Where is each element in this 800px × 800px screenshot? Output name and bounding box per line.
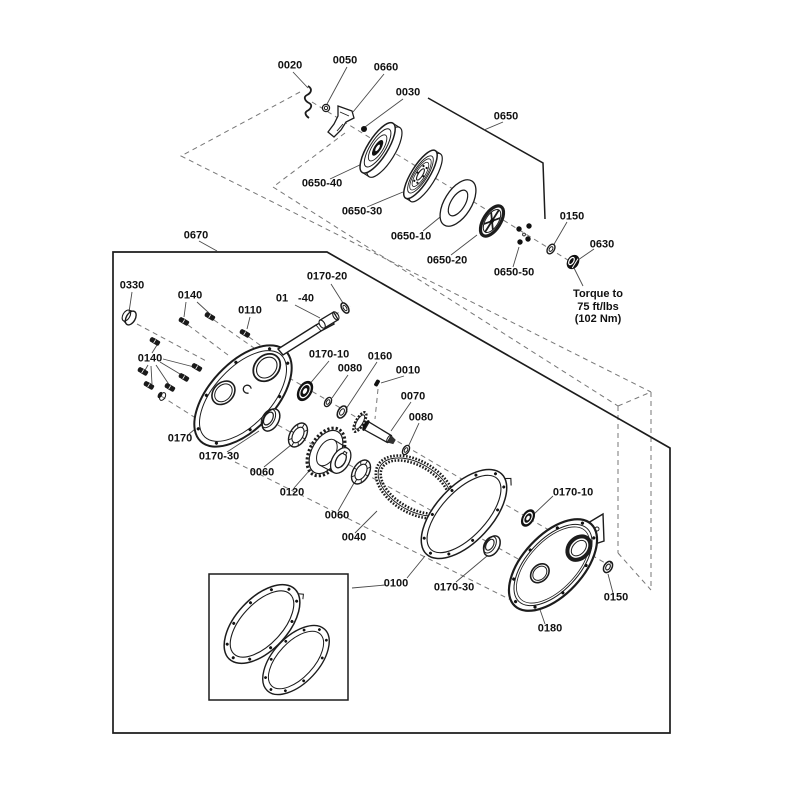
boundary-lines: [112, 97, 671, 734]
washer-0150-top: [546, 243, 556, 255]
seal-0170-30-left: [260, 408, 281, 432]
top-assembly: [303, 85, 580, 270]
part-label-0170: 0170: [167, 432, 193, 445]
inset-box: [208, 573, 349, 701]
washer-0080-lower: [401, 444, 411, 456]
housing-0180: [507, 518, 599, 612]
part-label-0650-50: 0650-50: [493, 266, 535, 279]
nut-0630: [566, 254, 580, 270]
part-label-0180: 0180: [537, 622, 563, 635]
part-label-0040: 0040: [341, 531, 367, 544]
bearing-0060-upper: [287, 422, 309, 448]
pulley-0650-40: [359, 121, 403, 178]
flange-nut: [157, 391, 167, 401]
part-label-0160: 0160: [367, 350, 393, 363]
part-label-0170-30-right: 0170-30: [433, 581, 475, 594]
inset-gasket-small: [262, 624, 330, 696]
part-label-0060-upper: 0060: [249, 466, 275, 479]
pin-0010: [374, 379, 380, 387]
part-label-0120: 0120: [279, 486, 305, 499]
shaft-0070: [352, 411, 396, 445]
part-label-0050: 0050: [332, 54, 358, 67]
part-label-0140-lower: 0140: [137, 352, 163, 365]
part-label-0140-upper: 0140: [177, 289, 203, 302]
part-label-0650-10: 0650-10: [390, 230, 432, 243]
main-assembly: [121, 302, 614, 696]
spacer-0170-40: [318, 311, 340, 329]
part-label-0650-20: 0650-20: [426, 254, 468, 267]
bearing-0170-10-center: [296, 380, 314, 402]
part-label-0170-30-left: 0170-30: [198, 450, 240, 463]
washer-0150-bottom: [602, 560, 614, 574]
bearing-0060-lower: [350, 459, 372, 485]
construction-lines: [136, 91, 652, 603]
retaining-clip: [242, 384, 252, 394]
part-label-01: 01: [275, 292, 289, 305]
group-0650-boundary: [427, 97, 546, 220]
washer-0080-upper: [323, 396, 333, 408]
flange-bolts-0140-0110: [137, 312, 251, 401]
spring-clip-0020: [303, 85, 313, 119]
part-label-0110: 0110: [238, 304, 262, 317]
ring-0160: [336, 405, 348, 419]
wheel-0650-20: [478, 204, 506, 238]
leader-lines: [128, 66, 614, 625]
housing-0170: [193, 344, 293, 448]
part-label-0030: 0030: [395, 86, 421, 99]
part-label-0170-10-center: 0170-10: [308, 348, 350, 361]
part-label-0650-40: 0650-40: [301, 177, 343, 190]
main-enclosure-box: [112, 251, 671, 734]
ring-0170-20: [340, 302, 350, 314]
plug-0330: [121, 309, 137, 326]
inset-gasket-large: [223, 583, 304, 665]
housing-arm-detail: [315, 324, 322, 332]
bracket-0660-detail: [336, 111, 350, 132]
part-label-0060-lower: 0060: [324, 509, 350, 522]
part-label-0150-top: 0150: [559, 210, 585, 223]
part-label-0070: 0070: [400, 390, 426, 403]
part-label-0170-20: 0170-20: [306, 270, 348, 283]
washer-0050: [321, 103, 331, 113]
part-label-torque-note: Torque to 75 ft/lbs (102 Nm): [573, 288, 623, 326]
part-label-0330: 0330: [119, 279, 145, 292]
sprocket-0120: [305, 426, 352, 478]
gasket-0100: [420, 468, 512, 560]
part-label-0080-upper: 0080: [337, 362, 363, 375]
part-label-0020: 0020: [277, 59, 303, 72]
part-label--40: -40: [298, 292, 314, 305]
part-label-0650-30: 0650-30: [341, 205, 383, 218]
part-label-0650: 0650: [493, 110, 519, 123]
part-label-0170-10-right: 0170-10: [552, 486, 594, 499]
bolts-0650-50: [516, 223, 532, 245]
part-label-0150-bottom: 0150: [603, 591, 629, 604]
seal-0170-30-right: [482, 535, 501, 557]
bearing-0170-10-right: [520, 509, 536, 527]
part-label-0100: 0100: [383, 577, 409, 590]
part-label-0080-lower: 0080: [408, 411, 434, 424]
pulley-0650-30: [403, 149, 443, 203]
part-label-0630: 0630: [589, 238, 615, 251]
part-label-0670: 0670: [183, 229, 209, 242]
disc-0650-10: [439, 179, 477, 227]
part-label-0660: 0660: [373, 61, 399, 74]
bolt-0110: [239, 329, 251, 338]
part-label-0010: 0010: [395, 364, 421, 377]
pin-0030: [361, 126, 367, 132]
bracket-0660: [327, 105, 355, 138]
